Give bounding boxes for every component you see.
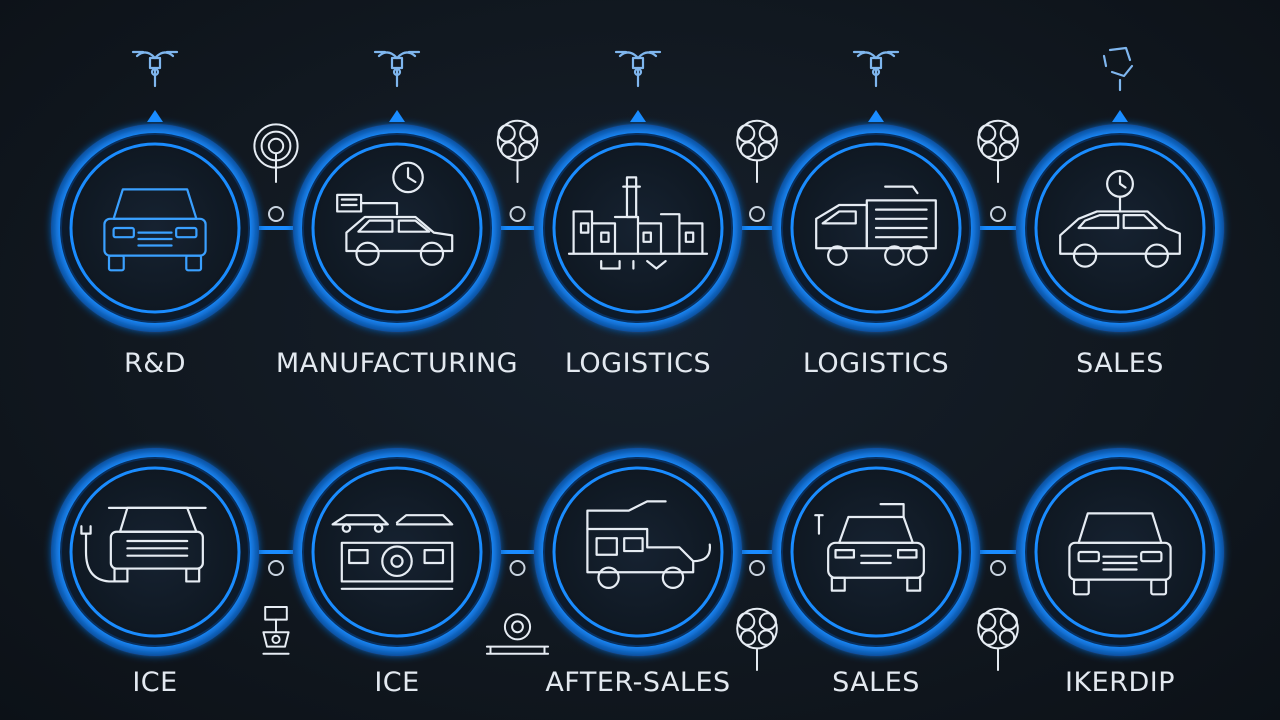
stage-node (772, 448, 980, 656)
stage-label: SALES (1076, 348, 1164, 379)
stage-node (1016, 448, 1224, 656)
drone-icon (614, 50, 662, 88)
engine-icon (331, 514, 454, 590)
recycle-icon (1102, 46, 1134, 92)
stage-circle-layer (51, 124, 1224, 656)
suv-front-icon (103, 188, 207, 272)
connector-node (509, 560, 526, 576)
stage-node (293, 448, 501, 656)
stage-node (293, 124, 501, 332)
stage-pointer-icon (630, 110, 646, 122)
stage-label: AFTER-SALES (545, 667, 731, 698)
drone-icon (852, 50, 900, 88)
connector-node (268, 206, 284, 222)
tree-icon (977, 119, 1019, 183)
tree-icon (736, 607, 778, 671)
stage-label: ICE (132, 667, 178, 698)
car-front-icon (814, 503, 925, 592)
decorative-icon-layer (131, 46, 1134, 671)
factory-icon (567, 176, 709, 270)
stage-label: ICE (374, 667, 420, 698)
service-van-icon (586, 500, 712, 589)
signal-icon (253, 123, 299, 183)
stage-disc (1034, 466, 1206, 638)
stage-disc (311, 466, 483, 638)
stage-node (51, 448, 259, 656)
stage-node (772, 124, 980, 332)
stage-pointer-icon (868, 110, 884, 122)
car-showroom-icon (1059, 169, 1181, 268)
electric-car-icon (80, 506, 207, 583)
stage-label: MANUFACTURING (275, 348, 519, 379)
connector-node (268, 560, 284, 576)
stage-label: R&D (123, 348, 187, 379)
connector-node (990, 206, 1006, 222)
stage-disc (311, 142, 483, 314)
tree-icon (496, 119, 539, 183)
stage-label: SALES (832, 667, 920, 698)
tree-icon (977, 607, 1019, 671)
stage-pointer-icon (147, 110, 163, 122)
stage-node (534, 124, 742, 332)
connector-node (749, 560, 765, 576)
stage-disc (790, 466, 962, 638)
stage-pointer-icon (1112, 110, 1128, 122)
stage-label: IKERDIP (1064, 667, 1176, 698)
stage-node (534, 448, 742, 656)
car-assembly-icon (336, 161, 454, 266)
stage-disc (69, 466, 241, 638)
stage-node (51, 124, 259, 332)
stage-pointer-icon (389, 110, 405, 122)
drone-icon (131, 50, 179, 88)
stage-label: LOGISTICS (802, 348, 950, 379)
robot-icon (262, 606, 290, 655)
connector-node (990, 560, 1006, 576)
connector-node (749, 206, 765, 222)
truck-icon (815, 185, 937, 266)
stage-node (1016, 124, 1224, 332)
stage-label: LOGISTICS (564, 348, 712, 379)
connector-node (509, 206, 526, 222)
stage-disc (69, 142, 241, 314)
stage-disc (1034, 142, 1206, 314)
drone-icon (373, 50, 421, 88)
tree-icon (736, 119, 778, 183)
gear-icon (485, 613, 550, 655)
suv-front-icon (1068, 512, 1172, 596)
